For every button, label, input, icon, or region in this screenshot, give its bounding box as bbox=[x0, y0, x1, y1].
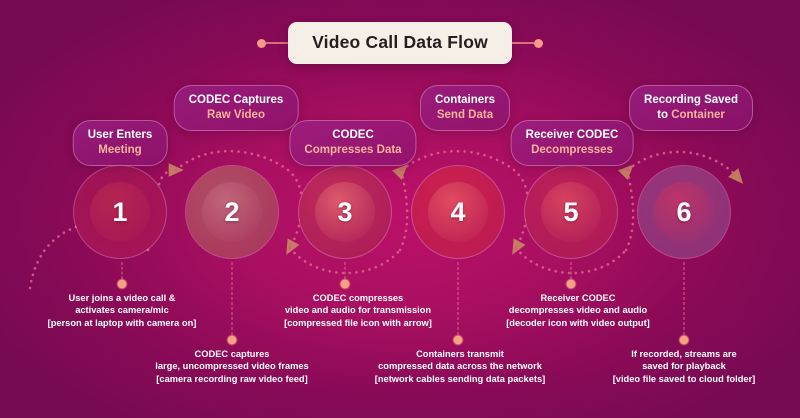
step-circle-core: 4 bbox=[428, 182, 488, 242]
arc-under-5 bbox=[514, 246, 628, 275]
step-circle-core: 2 bbox=[202, 182, 262, 242]
title-rule-left bbox=[266, 42, 289, 44]
leader-line bbox=[570, 262, 572, 284]
step-circle-ring bbox=[185, 165, 279, 259]
leader-dot-icon bbox=[227, 335, 237, 345]
step-number: 1 bbox=[112, 196, 128, 227]
step-description-5: Receiver CODEC decompresses video and aud… bbox=[506, 292, 650, 329]
step-number: 6 bbox=[676, 196, 692, 227]
description-line: Containers transmit bbox=[416, 349, 504, 359]
step-description-2: CODEC captures large, uncompressed video … bbox=[155, 348, 308, 385]
arc-5-to-6 bbox=[618, 164, 635, 252]
leader-dot-icon bbox=[453, 335, 463, 345]
leader-line bbox=[457, 262, 459, 340]
leader-dot-icon bbox=[679, 335, 689, 345]
description-line: saved for playback bbox=[642, 361, 726, 372]
description-line: activates camera/mic bbox=[75, 305, 169, 316]
leader-dot-icon bbox=[566, 279, 576, 289]
step-label-line2: to Container bbox=[657, 108, 725, 121]
step-label-line2: Send Data bbox=[436, 108, 494, 121]
step-label-line1: CODEC Captures bbox=[188, 94, 284, 106]
page-title: Video Call Data Flow bbox=[0, 22, 800, 64]
step-label-line1: Recording Saved bbox=[644, 94, 738, 106]
step-label-line2: Raw Video bbox=[207, 108, 265, 121]
title-rule-right bbox=[511, 42, 534, 44]
description-line: [network cables sending data packets] bbox=[374, 373, 546, 384]
step-label-line1: User Enters bbox=[87, 129, 153, 141]
step-label-6[interactable]: Recording Saved to Container bbox=[629, 85, 753, 132]
step-node-5[interactable]: 5 bbox=[523, 164, 619, 260]
step-description-4: Containers transmit compressed data acros… bbox=[375, 348, 546, 385]
step-description-1: User joins a video call & activates camer… bbox=[48, 292, 197, 329]
step-circle-ring bbox=[637, 165, 731, 259]
step-number: 2 bbox=[224, 196, 240, 227]
leader-line bbox=[121, 262, 123, 284]
step-node-6[interactable]: 6 bbox=[636, 164, 732, 260]
step-node-4[interactable]: 4 bbox=[410, 164, 506, 260]
description-line: [video file saved to cloud folder] bbox=[612, 373, 756, 384]
step-label-line1: Receiver CODEC bbox=[525, 129, 619, 141]
step-label-line2: Compresses Data bbox=[304, 143, 402, 156]
leader-dot-icon bbox=[340, 279, 350, 289]
step-number: 4 bbox=[450, 196, 466, 227]
arc-over-4 bbox=[400, 149, 516, 172]
description-line: decompresses video and audio bbox=[508, 305, 648, 316]
description-line: If recorded, streams are bbox=[631, 349, 737, 359]
leader-line bbox=[683, 262, 685, 340]
description-line: large, uncompressed video frames bbox=[155, 361, 309, 372]
step-label-5[interactable]: Receiver CODEC Decompresses bbox=[510, 120, 634, 167]
description-line: CODEC captures bbox=[194, 349, 270, 359]
step-number: 3 bbox=[337, 196, 353, 227]
description-line: compressed data across the network bbox=[378, 361, 542, 372]
step-label-line2: Decompresses bbox=[531, 143, 613, 156]
description-line: [camera recording raw video feed] bbox=[156, 373, 308, 384]
step-node-2[interactable]: 2 bbox=[184, 164, 280, 260]
leader-dot-icon bbox=[117, 279, 127, 289]
step-circle-ring bbox=[411, 165, 505, 259]
step-description-3: CODEC compresses video and audio for tran… bbox=[284, 292, 432, 329]
description-line: CODEC compresses bbox=[312, 293, 404, 303]
bullet-dot-icon-right bbox=[533, 38, 543, 48]
title-text: Video Call Data Flow bbox=[312, 32, 488, 52]
arc-3-to-4 bbox=[392, 164, 409, 252]
step-circle-core: 1 bbox=[90, 182, 150, 242]
step-label-line2: Meeting bbox=[98, 143, 142, 156]
description-line: video and audio for transmission bbox=[284, 305, 432, 316]
step-circle-core: 3 bbox=[315, 182, 375, 242]
title-pill: Video Call Data Flow bbox=[288, 22, 512, 64]
description-line: [compressed file icon with arrow] bbox=[284, 317, 432, 328]
description-line: User joins a video call & bbox=[68, 293, 176, 303]
bullet-dot-icon-left bbox=[257, 38, 267, 48]
leader-line bbox=[344, 262, 346, 284]
step-label-3[interactable]: CODEC Compresses Data bbox=[289, 120, 417, 167]
step-circle-core: 5 bbox=[541, 182, 601, 242]
step-circle-core: 6 bbox=[654, 182, 714, 242]
step-description-6: If recorded, streams are saved for playba… bbox=[613, 348, 756, 385]
step-label-line1: CODEC bbox=[332, 129, 374, 141]
arc-exit bbox=[626, 150, 744, 184]
description-line: [person at laptop with camera on] bbox=[47, 317, 197, 328]
step-label-line1: Containers bbox=[434, 94, 496, 106]
arc-under-3 bbox=[288, 246, 402, 275]
arc-over-2 bbox=[174, 149, 290, 172]
step-number: 5 bbox=[563, 196, 579, 227]
description-line: [decoder icon with video output] bbox=[506, 317, 650, 328]
step-node-1[interactable]: 1 bbox=[72, 164, 168, 260]
description-line: Receiver CODEC bbox=[540, 293, 616, 303]
step-node-3[interactable]: 3 bbox=[297, 164, 393, 260]
leader-line bbox=[231, 262, 233, 340]
